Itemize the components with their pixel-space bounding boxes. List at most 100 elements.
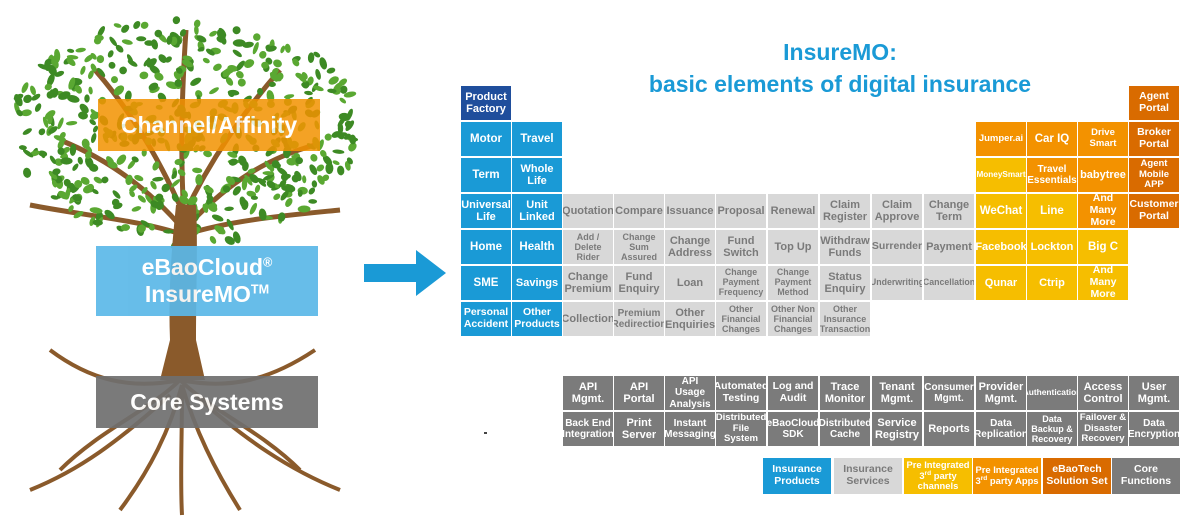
leaf — [175, 67, 183, 74]
channel-affinity-box: Channel/Affinity — [98, 99, 320, 151]
leaf — [349, 134, 357, 145]
leaf — [297, 205, 311, 213]
cell-fund-enquiry: Fund Enquiry — [614, 266, 664, 300]
leaf — [74, 180, 83, 189]
leaf — [108, 61, 116, 69]
cell-universal-life: Universal Life — [461, 194, 511, 228]
leaf — [295, 72, 304, 79]
leaf — [232, 186, 242, 196]
cell-travel-essentials: Travel Essentials — [1027, 158, 1077, 192]
leaf — [254, 184, 261, 193]
leaf — [262, 173, 275, 181]
leaf — [346, 108, 353, 120]
cell-label: Withdraw Funds — [820, 234, 870, 259]
leaf — [172, 16, 181, 25]
leaf — [34, 103, 42, 112]
leaf — [252, 41, 259, 55]
cell-back-end-integration: Back End Integration — [563, 412, 613, 446]
cell-label: Claim Register — [822, 198, 868, 223]
cell-label: Claim Approve — [874, 198, 920, 223]
cell-label: Compare — [615, 204, 663, 217]
cell-label: Car IQ — [1034, 132, 1070, 145]
leaf — [345, 120, 355, 132]
leaf — [222, 185, 231, 193]
leaf — [165, 56, 172, 63]
cell-label: Term — [472, 168, 500, 181]
cell-collection: Collection — [563, 302, 613, 336]
cell-label: Access Control — [1083, 380, 1123, 405]
cell-print-server: Print Server — [614, 412, 664, 446]
cell-data-replication: Data Replication — [976, 412, 1026, 446]
leaf — [72, 194, 82, 202]
cell-label: Savings — [515, 276, 559, 289]
leaf — [313, 51, 321, 58]
cell-label: And Many More — [1089, 266, 1117, 300]
leaf — [116, 154, 127, 165]
cell-label: Big C — [1087, 240, 1119, 253]
cell-surrender: Surrender — [872, 230, 922, 264]
leaf — [203, 185, 214, 194]
cell-label: Tenant Mgmt. — [879, 380, 915, 405]
cell-ctrip: Ctrip — [1027, 266, 1077, 300]
leaf — [134, 175, 144, 182]
leaf — [88, 70, 94, 80]
legend-core-functions: Core Functions — [1112, 458, 1180, 494]
leaf — [97, 26, 106, 37]
leaf — [155, 193, 164, 202]
cell-add-delete-rider: Add / Delete Rider — [563, 230, 613, 264]
leaf — [65, 187, 71, 200]
leaf — [308, 199, 318, 204]
leaf — [309, 164, 318, 175]
leaf — [232, 49, 242, 58]
leaf — [47, 73, 55, 87]
leaf — [119, 66, 127, 75]
leaf — [257, 178, 267, 187]
cell-label: Status Enquiry — [824, 270, 866, 295]
registered-mark: ® — [263, 255, 273, 270]
cell-other-enquiries: Other Enquiries — [665, 302, 715, 336]
cell-label: Other Financial Changes — [721, 303, 761, 335]
leaf — [21, 82, 29, 93]
cell-label: WeChat — [979, 204, 1023, 217]
cell-customer-portal: Customer Portal — [1129, 194, 1179, 228]
leaf — [96, 55, 105, 64]
cell-label: Add / Delete Rider — [574, 231, 602, 263]
insuremo-label: InsureMO — [144, 281, 251, 307]
leaf — [337, 122, 344, 135]
leaf — [90, 109, 99, 118]
cell-other-non-financial-changes: Other Non Financial Changes — [768, 302, 818, 336]
legend-label-post: party Apps — [987, 475, 1039, 486]
leaf — [68, 77, 76, 90]
leaf — [81, 138, 90, 149]
cell-label: Surrender — [872, 240, 922, 253]
leaf — [170, 179, 181, 188]
cell-data-backup-recovery: Data Backup & Recovery — [1027, 412, 1077, 446]
cell-home: Home — [461, 230, 511, 264]
cell-label: Other Insurance Transaction — [820, 303, 870, 335]
cell-label: SME — [473, 276, 499, 289]
leaf — [140, 21, 149, 29]
leaf — [104, 209, 115, 220]
leaf — [78, 111, 88, 120]
cell-label: eBaoCloud SDK — [768, 417, 818, 440]
cell-label: Home — [470, 240, 502, 253]
leaf — [57, 147, 65, 155]
leaf — [206, 194, 214, 202]
leaf — [84, 94, 90, 103]
leaf — [152, 161, 160, 171]
leaf — [91, 188, 99, 195]
leaf — [227, 65, 238, 72]
leaf — [90, 52, 97, 60]
leaf — [277, 212, 286, 222]
cell-status-enquiry: Status Enquiry — [820, 266, 870, 300]
cell-broker-portal: Broker Portal — [1129, 122, 1179, 156]
cell-term: Term — [461, 158, 511, 192]
leaf — [315, 68, 321, 80]
legend-label-ordinal: 3 — [975, 475, 981, 486]
cell-cancellation: Cancellation — [924, 266, 974, 300]
cell-label: Customer Portal — [1129, 198, 1179, 222]
core-systems-label: Core Systems — [130, 388, 284, 415]
cell-other-financial-changes: Other Financial Changes — [716, 302, 766, 336]
leaf — [261, 61, 269, 69]
